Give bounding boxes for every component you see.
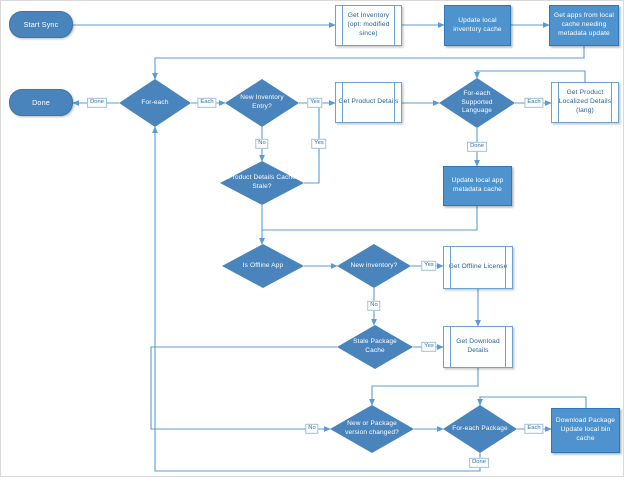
edge-label-each-language: Each: [524, 97, 544, 109]
edge-label-yes-newinventory: Yes: [421, 260, 437, 272]
edge-label-yes-stalepackage: Yes: [421, 341, 437, 353]
node-label: Get apps from local cache needing metada…: [553, 12, 615, 37]
node-get-apps-from-local-cache[interactable]: Get apps from local cache needing metada…: [549, 5, 619, 46]
node-download-package-update-local-bin-cache[interactable]: Download Package Update local bin cache: [551, 408, 620, 453]
edge-label-yes-newinventryentry: Yes: [307, 97, 323, 109]
edge-label-each-package: Each: [524, 423, 544, 435]
edge-label-yes-cachestale: Yes: [311, 138, 327, 150]
node-label: For-each: [141, 98, 169, 106]
edge-getprodloc-loopback: [474, 70, 586, 82]
edge-label-no-newinventory: No: [367, 300, 381, 312]
edge-label-no-stalepackage: No: [305, 423, 319, 435]
node-update-local-inventory-cache[interactable]: Update local inventory cache: [444, 5, 511, 46]
node-label: Get Download Details: [456, 338, 500, 354]
node-label: For-each Supported Language: [461, 90, 493, 115]
node-label: Update local app metadata cache: [451, 177, 504, 193]
node-label: Get Product Details: [338, 98, 399, 106]
edge-label-no-newinventryentry: No: [255, 138, 269, 150]
edge-cachestale-yes: [304, 103, 320, 184]
edge-label-done-package: Done: [469, 457, 489, 469]
node-label: Product Details Cache Stale?: [228, 174, 296, 190]
node-label: Is Offline App: [242, 261, 284, 269]
edge-foreachpkg-done: [152, 126, 481, 472]
node-get-product-details[interactable]: Get Product Details: [335, 82, 402, 123]
node-done[interactable]: Done: [9, 89, 73, 116]
node-update-local-app-metadata-cache[interactable]: Update local app metadata cache: [443, 166, 512, 206]
edge-label-done-language: Done: [467, 141, 487, 153]
node-label: Stale Package Cache: [353, 338, 397, 354]
node-label: Update local inventory cache: [453, 16, 502, 33]
node-get-download-details[interactable]: Get Download Details: [443, 326, 513, 368]
node-label: Get Inventory(opt: modified since): [347, 12, 390, 37]
node-label: Start Sync: [23, 19, 59, 29]
node-label: For-each Package: [452, 424, 508, 432]
edge-getdldetails-to-newpkgver: [369, 368, 479, 406]
node-label: Get Product Localized Details (lang): [558, 89, 612, 114]
edge-getapps-to-foreach: [152, 46, 585, 80]
edge-updateappmeta-to-isofflineapp: [262, 206, 478, 231]
edge-label-done-to-done: Done: [87, 97, 107, 109]
edge-label-each-foreach: Each: [197, 97, 217, 109]
node-label: New inventory?: [350, 261, 398, 269]
node-label: New or Package version changed?: [345, 420, 399, 436]
node-label: Done: [32, 97, 50, 107]
node-label: Get Offline License: [448, 263, 508, 271]
edge-downloadpkg-loopback: [477, 396, 587, 408]
node-get-product-localized-details[interactable]: Get Product Localized Details (lang): [551, 82, 619, 123]
node-label: Download Package Update local bin cache: [555, 417, 616, 442]
edge-stalepkg-no: [150, 346, 337, 432]
node-start-sync[interactable]: Start Sync: [9, 11, 73, 38]
node-get-offline-license[interactable]: Get Offline License: [443, 246, 513, 289]
node-label: New Inventory Entry?: [240, 94, 284, 110]
node-get-inventory[interactable]: Get Inventory(opt: modified since): [335, 5, 402, 46]
